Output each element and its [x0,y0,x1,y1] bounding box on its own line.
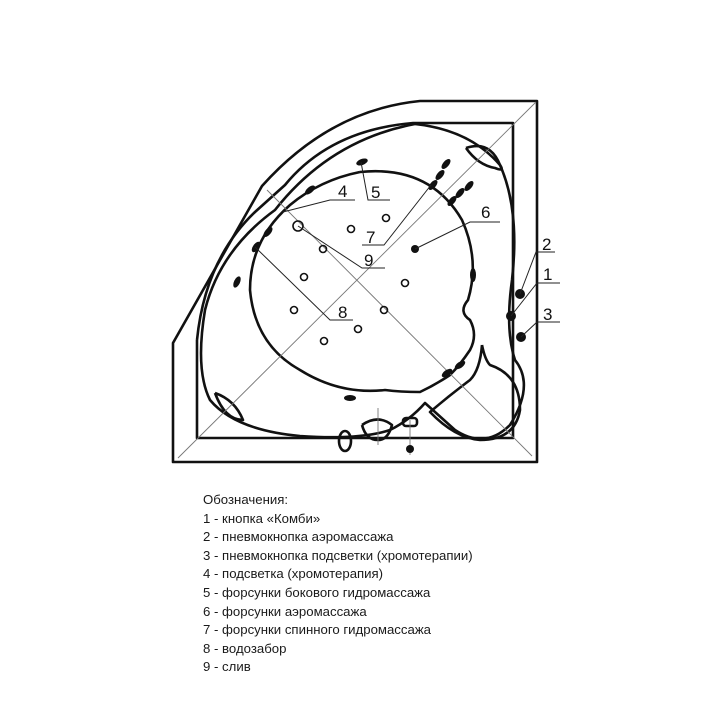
legend-item: 6 - форсунки аэромассажа [203,603,367,619]
legend-item: 2 - пневмокнопка аэромассажа [203,529,394,545]
callout-1: 1 [543,265,552,284]
headrest-bottom [213,391,245,422]
drain-fitting [337,429,353,453]
legend-item: 5 - форсунки бокового гидромассажа [203,584,431,600]
callout-5: 5 [371,183,380,202]
callout-8: 8 [338,303,347,322]
tub-outline [199,122,526,441]
callout-9: 9 [364,251,373,270]
legend-title: Обозначения: [203,492,289,507]
legend-item: 9 - слив [203,659,251,675]
footrest [428,344,522,442]
callout-6: 6 [481,203,490,222]
inner-rim [195,121,515,440]
legend-item: 1 - кнопка «Комби» [203,510,321,526]
legend: Обозначения: 1 - кнопка «Комби» 2 - пнев… [203,491,473,677]
basin-outline [248,169,476,394]
legend-item: 4 - подсветка (хромотерапия) [203,566,384,582]
callout-4: 4 [338,182,347,201]
legend-item: 3 - пневмокнопка подсветки (хромотерапии… [203,547,473,563]
outer-rim [171,99,539,464]
light-icon [292,220,304,232]
legend-item: 8 - водозабор [203,640,287,656]
callout-7: 7 [366,228,375,247]
callout-2: 2 [542,235,551,254]
legend-item: 7 - форсунки спинного гидромассажа [203,622,431,638]
overflow-fitting [360,418,394,442]
headrest-top [464,144,503,171]
callout-3: 3 [543,305,552,324]
